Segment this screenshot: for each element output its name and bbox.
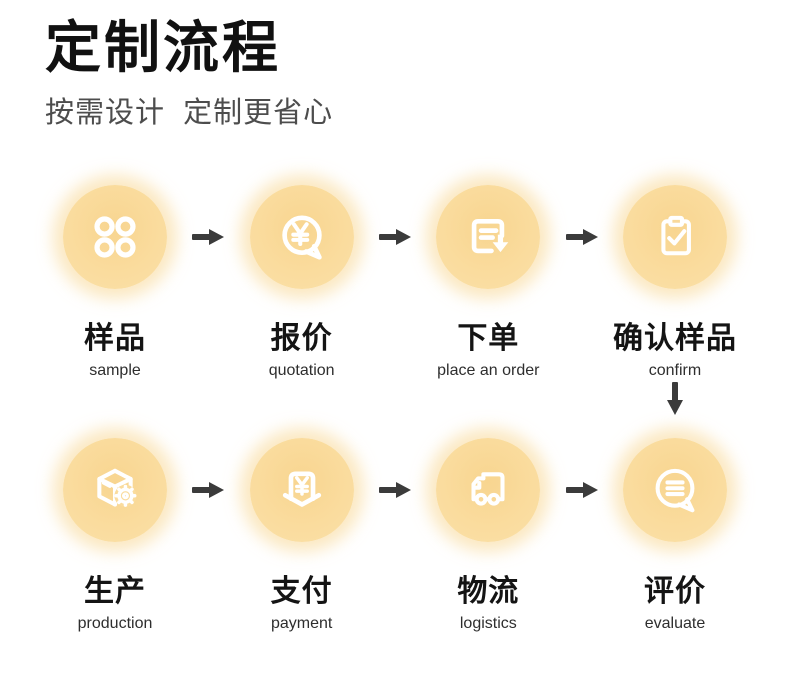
flow-row-2: 生产 production: [40, 437, 750, 633]
order-doc-icon: [472, 218, 509, 253]
comment-bubble-icon: [655, 468, 695, 512]
step-logistics: 物流 logistics: [413, 437, 563, 633]
clipboard-check-icon: [661, 215, 691, 255]
header: 定制流程 按需设计 定制更省心: [0, 0, 790, 131]
step-circle: [622, 184, 727, 289]
step-label-zh: 支付: [270, 574, 333, 608]
step-label-en: quotation: [268, 361, 335, 379]
process-flow: 样品 sample: [0, 184, 790, 633]
right-arrow-icon: [378, 481, 411, 498]
step-label-en: sample: [89, 361, 141, 379]
step-sample: 样品 sample: [40, 184, 190, 380]
flow-row-1: 样品 sample: [40, 184, 750, 380]
step-circle: [436, 184, 541, 289]
right-arrow-icon: [192, 481, 225, 498]
grid-circles-icon: [94, 215, 136, 258]
step-place-order: 下单 place an order: [413, 184, 563, 380]
step-circle: [249, 184, 354, 289]
right-arrow-icon: [565, 228, 598, 245]
step-label-zh: 样品: [84, 321, 146, 355]
step-circle: [63, 437, 167, 542]
step-label-zh: 物流: [457, 574, 520, 608]
page-title: 定制流程: [45, 16, 281, 79]
truck-icon: [471, 471, 505, 506]
step-label-zh: 确认样品: [612, 321, 737, 355]
step-evaluate: 评价 evaluate: [600, 437, 750, 633]
step-label-zh: 评价: [643, 574, 706, 608]
down-arrow-icon: [667, 381, 683, 415]
step-label-en: place an order: [437, 361, 540, 379]
step-label-en: confirm: [648, 361, 702, 379]
step-payment: 支付 payment: [227, 437, 377, 633]
step-label-zh: 报价: [270, 321, 333, 355]
step-circle: [63, 184, 167, 289]
right-arrow-icon: [378, 228, 411, 245]
step-label-en: payment: [270, 614, 333, 632]
step-label-en: production: [77, 614, 153, 632]
price-bubble-icon: [281, 215, 322, 260]
right-arrow-icon: [565, 481, 598, 498]
step-production: 生产 production: [40, 437, 190, 633]
step-circle: [622, 437, 727, 542]
step-label-en: logistics: [459, 614, 517, 632]
row-connector: [40, 380, 750, 438]
step-quotation: 报价 quotation: [227, 184, 377, 380]
box-gear-icon: [97, 468, 137, 507]
step-confirm: 确认样品 confirm: [600, 184, 750, 380]
step-circle: [436, 437, 541, 542]
right-arrow-icon: [192, 228, 225, 245]
page-subtitle: 按需设计 定制更省心: [45, 97, 334, 130]
step-circle: [249, 437, 354, 542]
pay-icon: [282, 470, 321, 507]
step-label-en: evaluate: [644, 614, 706, 632]
step-label-zh: 生产: [84, 574, 146, 608]
step-label-zh: 下单: [457, 321, 520, 355]
